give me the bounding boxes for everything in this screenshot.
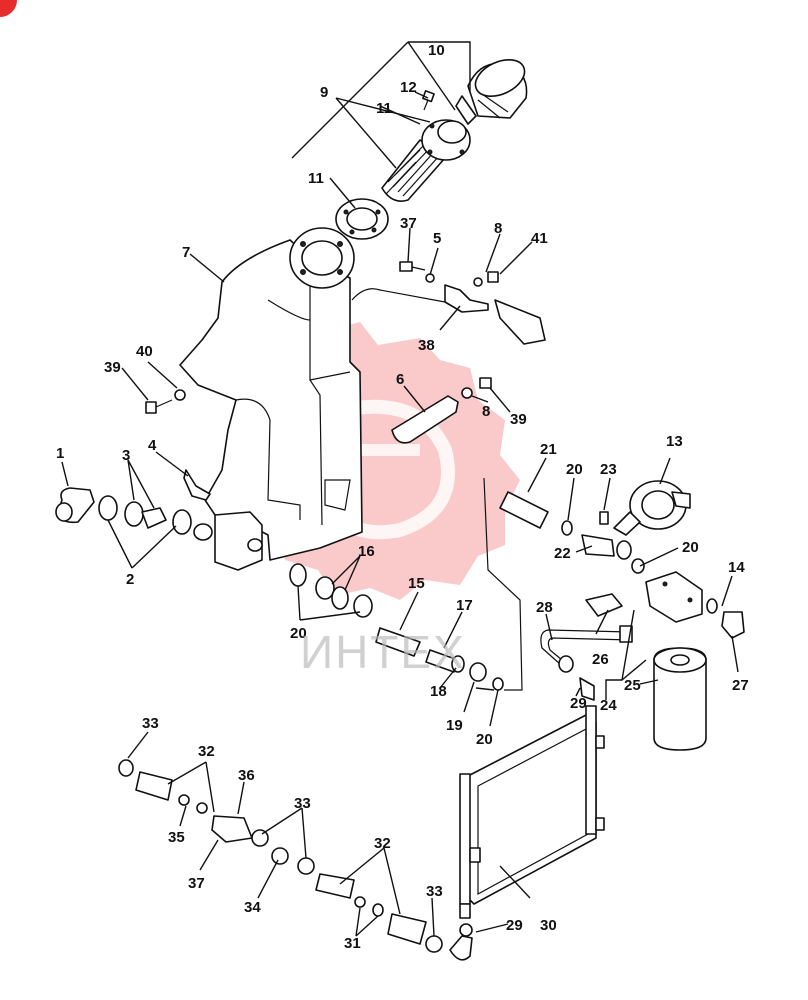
pipe-fittings-center — [289, 563, 504, 691]
callout-36: 36 — [238, 767, 255, 784]
callout-37a: 37 — [400, 215, 417, 232]
check-valve — [561, 511, 632, 560]
callout-18: 18 — [430, 683, 447, 700]
callout-4: 4 — [148, 437, 157, 454]
filter-head — [585, 558, 745, 639]
callout-20c: 14 — [728, 559, 745, 576]
callout-33a: 33 — [142, 715, 159, 732]
callout-29b: 29 — [506, 917, 523, 934]
gasket — [335, 198, 389, 240]
callout-7: 7 — [182, 244, 190, 261]
callout-39a: 39 — [104, 359, 121, 376]
callout-12: 12 — [400, 79, 417, 96]
callout-8a: 8 — [494, 220, 502, 237]
elbow-fitting — [55, 487, 95, 524]
mounting-bracket — [351, 261, 546, 345]
callout-23: 23 — [600, 461, 617, 478]
callout-32b: 32 — [374, 835, 391, 852]
callout-19: 19 — [446, 717, 463, 734]
oil-filter — [653, 647, 707, 751]
callout-27: 27 — [732, 677, 749, 694]
hose-clamps-left — [98, 469, 213, 541]
callout-25: 25 — [624, 677, 641, 694]
callout-37b: 37 — [188, 875, 205, 892]
callout-3: 3 — [122, 447, 130, 464]
callout-22: 22 — [554, 545, 571, 562]
callout-20a: 20 — [566, 461, 583, 478]
callout-40: 40 — [136, 343, 153, 360]
callout-32a: 32 — [198, 743, 215, 760]
oil-cooler — [459, 705, 605, 919]
callout-labels: 10 9 12 11 11 7 37 5 8 41 38 40 39 6 8 3… — [56, 42, 749, 952]
callout-17: 17 — [456, 597, 473, 614]
pressure-pump — [613, 480, 691, 536]
callout-5: 5 — [433, 230, 441, 247]
callout-41: 41 — [531, 230, 548, 247]
cooler-supply-line — [540, 625, 633, 701]
callout-13: 13 — [666, 433, 683, 450]
callout-11b: 11 — [308, 170, 324, 187]
callout-9: 9 — [320, 84, 328, 101]
callout-39b: 39 — [510, 411, 527, 428]
callout-8b: 8 — [482, 403, 490, 420]
hose-line-right — [483, 477, 549, 691]
callout-20d: 20 — [476, 731, 493, 748]
callout-34: 34 — [244, 899, 261, 916]
callout-1: 1 — [56, 445, 64, 462]
callout-24: 24 — [600, 697, 617, 714]
filler-neck — [289, 227, 355, 289]
corner-mark — [0, 0, 17, 17]
hydraulic-reservoir — [179, 239, 363, 571]
filler-cap — [455, 59, 528, 125]
callout-14: 16 — [358, 543, 375, 560]
watermark-text: ИНТЕХ — [300, 626, 466, 678]
callout-30: 30 — [540, 917, 557, 934]
callout-33b: 33 — [294, 795, 311, 812]
callout-33c: 33 — [426, 883, 443, 900]
callout-15: 20 — [290, 625, 307, 642]
callout-11a: 11 — [376, 100, 392, 117]
callout-20b: 20 — [682, 539, 699, 556]
callout-31: 31 — [344, 935, 361, 952]
bolt-washer-left — [145, 389, 186, 414]
callout-38: 38 — [418, 337, 435, 354]
callout-6: 6 — [396, 371, 404, 388]
leader-lines — [61, 41, 739, 937]
callout-21: 21 — [540, 441, 557, 458]
callout-28: 28 — [536, 599, 553, 616]
callout-10a: 10 — [428, 42, 445, 59]
callout-16: 15 — [408, 575, 425, 592]
callout-35: 35 — [168, 829, 185, 846]
screw — [422, 90, 435, 111]
return-hose-chain — [118, 759, 473, 961]
callout-26: 26 — [592, 651, 609, 668]
filler-strainer — [381, 119, 471, 202]
callout-2: 2 — [126, 571, 134, 588]
support-bracket — [391, 377, 492, 444]
callout-29a: 29 — [570, 695, 587, 712]
